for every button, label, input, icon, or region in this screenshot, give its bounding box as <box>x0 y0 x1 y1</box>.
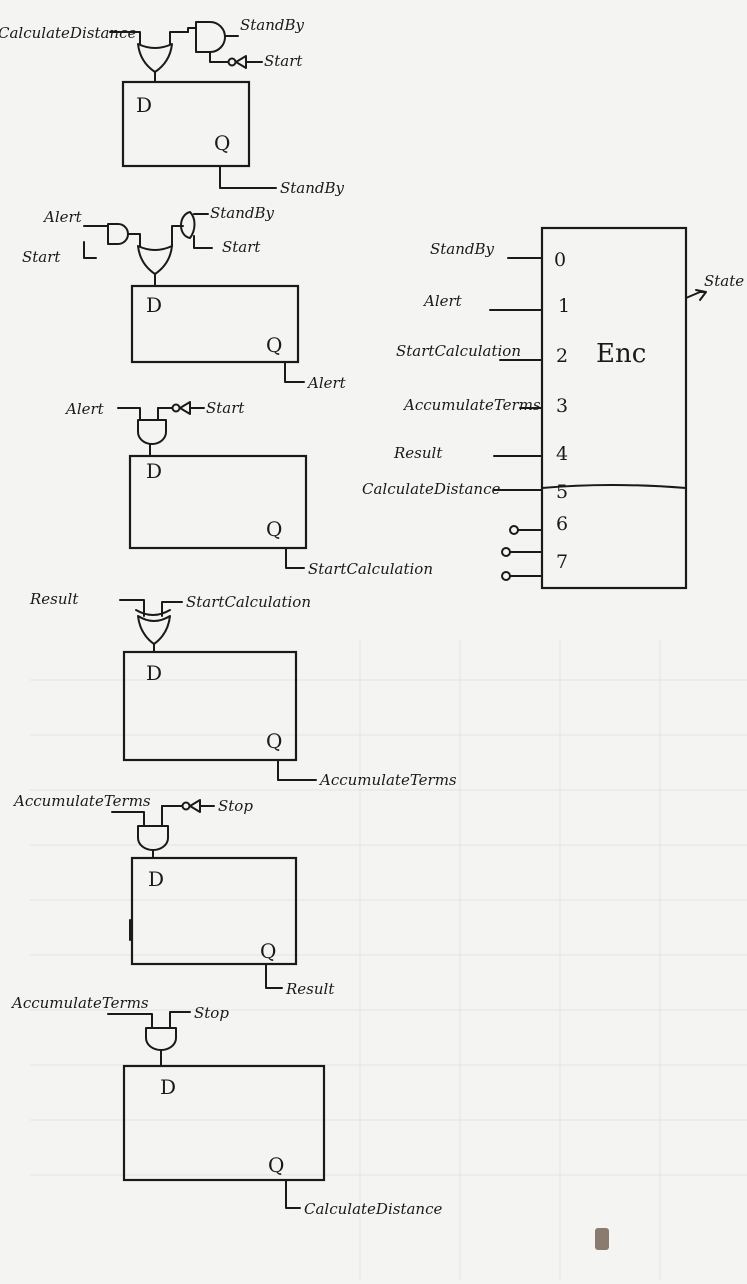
input-label: Start <box>264 52 303 70</box>
flipflop-q-label: Q <box>268 1153 284 1177</box>
flipflop-d-label: D <box>136 93 152 117</box>
paper-smudge <box>595 1228 609 1250</box>
input-label: StartCalculation <box>186 593 311 611</box>
or-gate <box>137 245 173 275</box>
flipflop-box <box>121 80 251 168</box>
encoder-pin-number: 3 <box>556 395 568 417</box>
flipflop-q-label: Q <box>266 517 282 541</box>
flipflop-alert: D Q Alert Start StandBy Start Alert <box>22 204 347 392</box>
input-label: Start <box>22 248 61 266</box>
input-label: AccumulateTerms <box>12 792 151 810</box>
output-label: StandBy <box>280 179 345 197</box>
xor-gate <box>135 609 171 616</box>
encoder-input-label: StartCalculation <box>396 342 521 360</box>
input-label: Result <box>29 590 79 608</box>
input-label: Stop <box>218 797 253 815</box>
input-label: Stop <box>194 1004 229 1022</box>
encoder-output-label: State <box>704 272 744 290</box>
encoder-input-label: CalculateDistance <box>362 480 500 498</box>
input-label: Start <box>222 238 261 256</box>
flipflop-d-label: D <box>146 459 162 483</box>
flipflop-d-label: D <box>146 661 162 685</box>
encoder-pin-number: 5 <box>556 481 568 503</box>
flipflop-d-label: D <box>146 293 162 317</box>
or-gate <box>137 615 171 645</box>
and-gate <box>137 419 167 445</box>
input-label: CalculateDistance <box>0 24 136 42</box>
flipflop-q-label: Q <box>260 939 276 963</box>
or-gate <box>180 211 196 239</box>
output-label: Alert <box>306 374 347 392</box>
and-gate <box>195 21 226 53</box>
input-label: AccumulateTerms <box>10 994 149 1012</box>
flipflop-standby: D Q CalculateDistance StandBy Start Stan… <box>0 16 345 197</box>
flipflop-calculatedistance: D Q AccumulateTerms Stop CalculateDistan… <box>10 994 442 1218</box>
encoder-pin-number: 7 <box>556 551 568 573</box>
encoder-pin-number: 1 <box>558 295 570 317</box>
flipflop-d-label: D <box>148 867 164 891</box>
input-label: Start <box>206 399 245 417</box>
flipflop-box <box>130 284 300 364</box>
flipflop-box <box>122 1064 326 1182</box>
flipflop-box <box>128 454 308 550</box>
paper-grid <box>30 640 747 1280</box>
and-gate <box>145 1027 177 1051</box>
flipflop-q-label: Q <box>214 131 230 155</box>
encoder-pin-number: 2 <box>556 345 568 367</box>
flipflop-accumulateterms: D Q Result StartCalculation AccumulateTe… <box>29 590 457 789</box>
encoder-input-label: AccumulateTerms <box>402 396 541 414</box>
encoder-input-label: Alert <box>422 292 463 310</box>
input-label: Alert <box>42 208 83 226</box>
encoder-pin-number: 6 <box>556 513 568 535</box>
flipflop-q-label: Q <box>266 729 282 753</box>
flipflop-box <box>130 856 298 966</box>
encoder-input-label: StandBy <box>430 240 495 258</box>
encoder-input-label: Result <box>393 444 443 462</box>
flipflop-result: D Q AccumulateTerms Stop Result <box>12 792 335 998</box>
output-label: StartCalculation <box>308 560 433 578</box>
input-label: Alert <box>64 400 105 418</box>
output-label: CalculateDistance <box>304 1200 442 1218</box>
flipflop-startcalculation: D Q Alert Start StartCalculation <box>64 399 433 578</box>
flipflop-box <box>122 650 298 762</box>
input-label: StandBy <box>240 16 305 34</box>
input-label: StandBy <box>210 204 275 222</box>
flipflop-q-label: Q <box>266 333 282 357</box>
output-label: Result <box>285 980 335 998</box>
output-label: AccumulateTerms <box>318 771 457 789</box>
flipflop-d-label: D <box>160 1075 176 1099</box>
and-gate <box>107 223 129 245</box>
and-gate <box>137 825 169 851</box>
encoder-pin-number: 0 <box>554 249 566 271</box>
or-gate <box>137 43 173 73</box>
encoder: Enc State 0 StandBy 1 Alert 2 StartCalcu… <box>362 226 744 590</box>
encoder-pin-number: 4 <box>556 443 568 465</box>
encoder-label: Enc <box>596 339 646 369</box>
